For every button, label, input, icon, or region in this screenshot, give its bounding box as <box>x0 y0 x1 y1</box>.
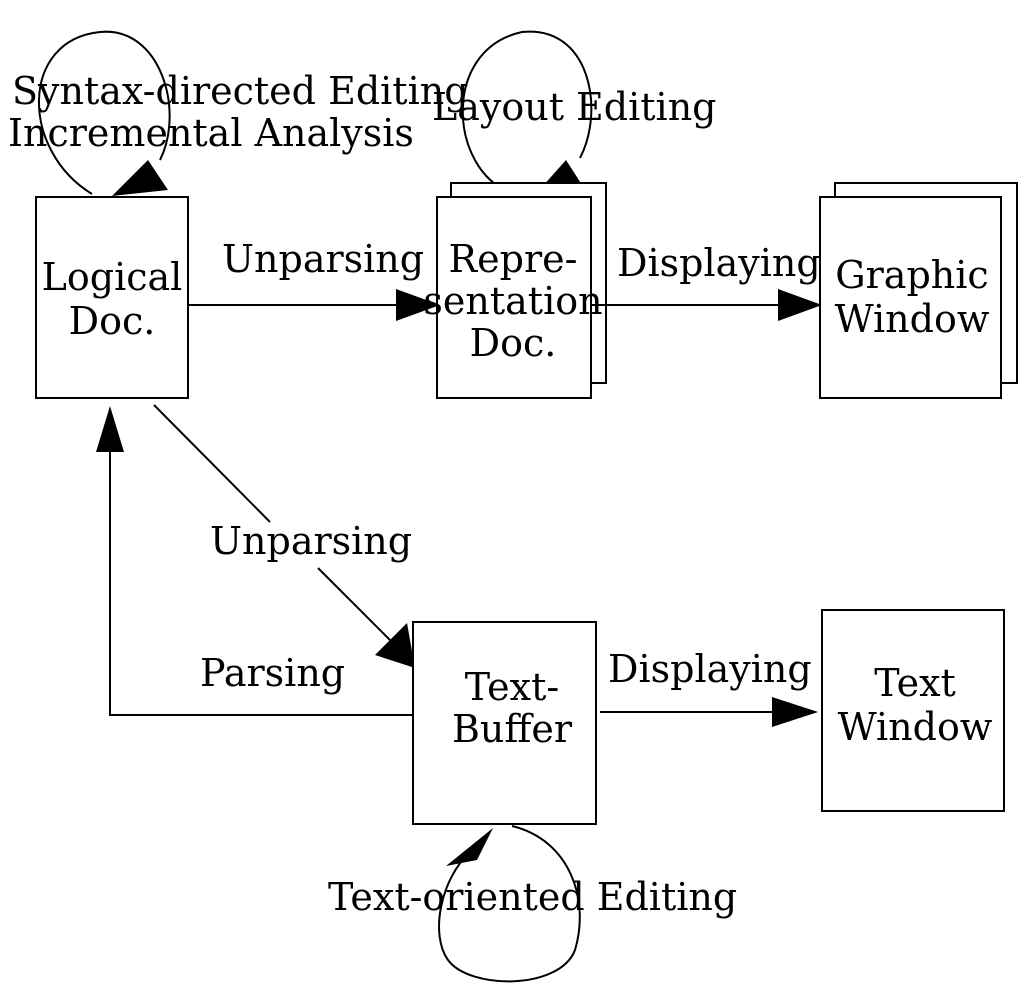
logical-doc-box: Logical Doc. <box>35 196 189 399</box>
text-window-label-2: Window <box>838 705 993 749</box>
displaying-label-bottom: Displaying <box>608 647 812 691</box>
parsing-label: Parsing <box>200 651 345 695</box>
text-buffer-box: Text- Buffer <box>412 621 597 825</box>
incremental-analysis-label: Incremental Analysis <box>8 111 414 155</box>
graphic-window-box: Graphic Window <box>819 182 1018 399</box>
unparsing-arrow-top <box>188 289 440 321</box>
representation-doc-label-2: sentation <box>423 279 602 323</box>
text-buffer-label-2: Buffer <box>452 707 573 751</box>
representation-doc-box: Repre- sentation Doc. <box>423 182 607 399</box>
syntax-editing-loop <box>38 30 171 196</box>
text-window-label-1: Text <box>874 661 956 705</box>
displaying-arrow-top <box>591 289 822 321</box>
logical-doc-label-2: Doc. <box>69 299 156 343</box>
unparsing-arrow-diagonal <box>153 404 415 668</box>
unparsing-label-top: Unparsing <box>222 237 424 281</box>
syntax-editing-label: Syntax-directed Editing <box>12 69 469 113</box>
representation-doc-label-1: Repre- <box>449 237 578 281</box>
text-buffer-label-1: Text- <box>465 665 559 709</box>
layout-editing-label: Layout Editing <box>432 85 717 129</box>
representation-doc-label-3: Doc. <box>470 321 557 365</box>
graphic-window-label-2: Window <box>835 297 990 341</box>
displaying-arrow-bottom <box>600 697 818 727</box>
unparsing-label-diagonal: Unparsing <box>210 519 412 563</box>
logical-doc-label-1: Logical <box>42 255 183 299</box>
text-editing-loop <box>438 825 581 983</box>
parsing-arrow <box>96 406 420 716</box>
displaying-label-top: Displaying <box>617 241 821 285</box>
text-window-box: Text Window <box>821 609 1005 812</box>
text-editing-label: Text-oriented Editing <box>328 875 737 919</box>
graphic-window-label-1: Graphic <box>835 253 988 297</box>
